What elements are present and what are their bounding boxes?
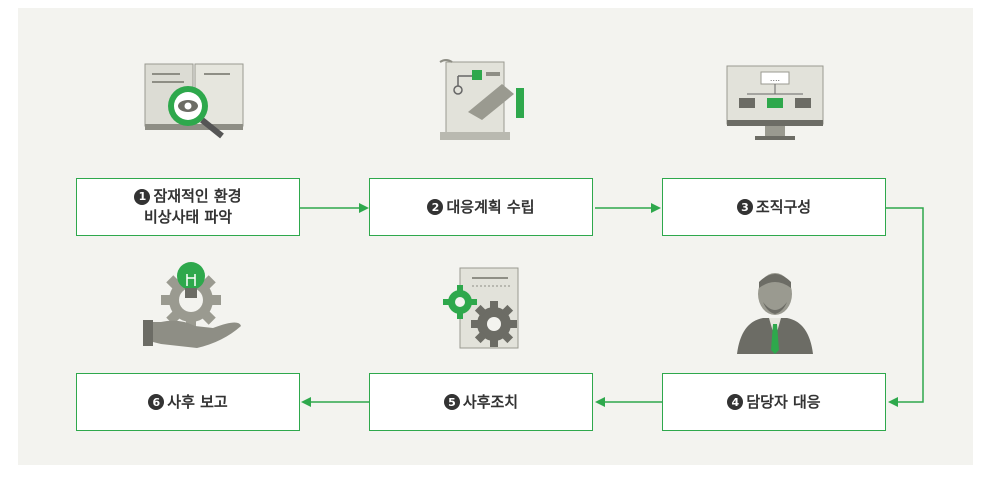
step-3-number: 3	[736, 199, 753, 215]
arrow-3-to-4	[886, 207, 924, 407]
step-4-number: 4	[727, 394, 744, 410]
org-chart-monitor-icon: ....	[726, 65, 824, 140]
step-6-label: 사후 보고	[167, 392, 228, 411]
step-1-number: 1	[134, 188, 151, 205]
lightbulb-gear-hand-icon	[143, 262, 241, 348]
manager-person-icon	[737, 273, 813, 354]
step-1-label-line2: 비상사태 파악	[143, 208, 233, 226]
book-magnifier-icon	[144, 63, 244, 139]
planning-document-icon	[439, 59, 524, 140]
step-2-number: 2	[427, 199, 444, 215]
step-5-number: 5	[443, 394, 460, 410]
step-3-label: 조직구성	[755, 197, 812, 216]
svg-text:....: ....	[770, 74, 780, 83]
step-6-number: 6	[148, 394, 165, 410]
step-2-label: 대응계획 수립	[446, 197, 535, 216]
step-5-label: 사후조치	[462, 392, 519, 411]
step-1-label-line1: 잠재적인 환경	[153, 187, 242, 205]
gears-document-icon	[443, 267, 519, 349]
step-4-label: 담당자 대응	[746, 392, 821, 411]
